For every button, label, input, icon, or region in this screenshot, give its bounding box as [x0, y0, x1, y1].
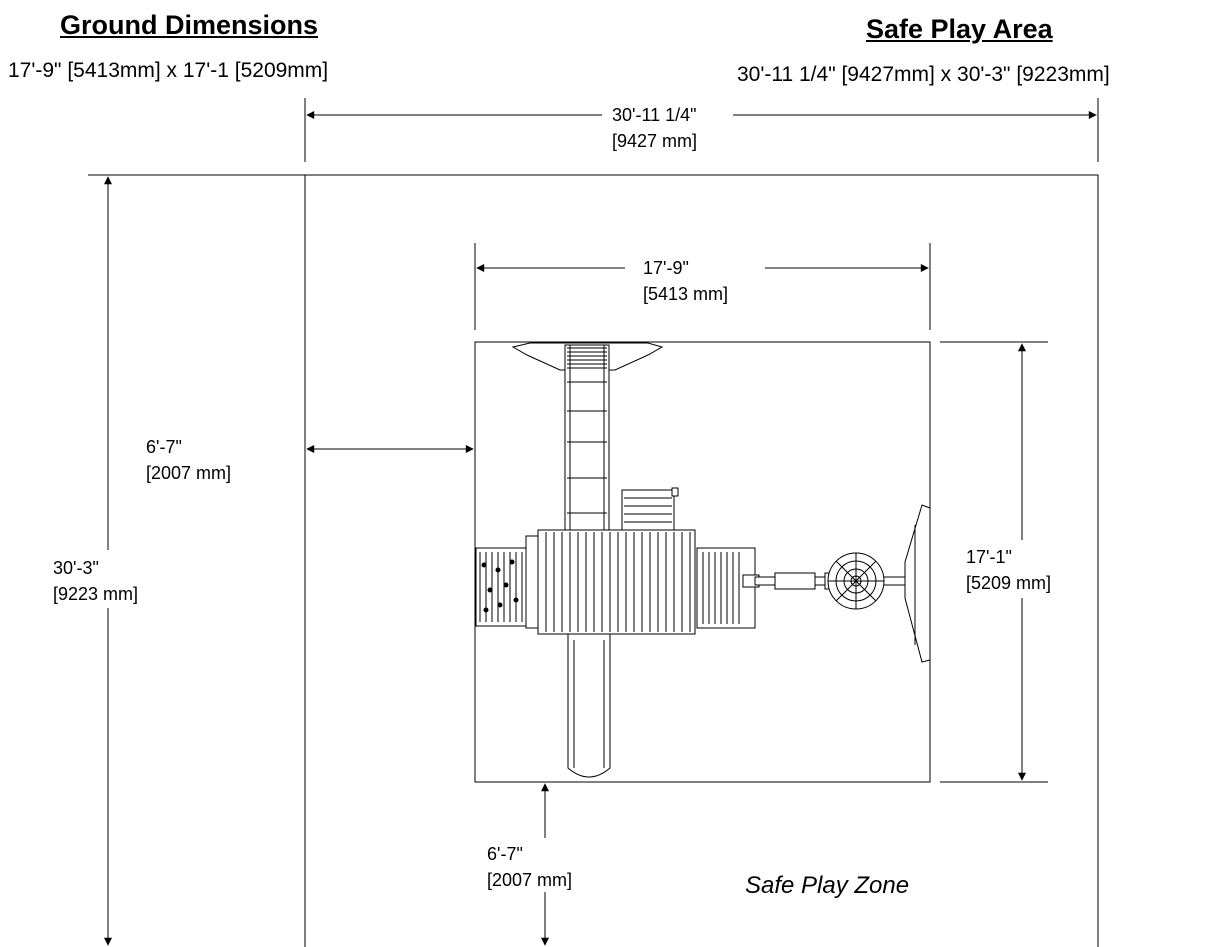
playset-illustration [475, 342, 931, 778]
outer-width-mm-label: [9427 mm] [612, 131, 697, 151]
overhead-ladder [564, 344, 610, 531]
outer-width-ft-label: 30'-11 1/4" [612, 105, 697, 125]
climbing-ladder [621, 487, 679, 533]
inner-width-ft-label: 17'-9" [643, 258, 689, 278]
outer-height-ft-label: 30'-3" [53, 558, 99, 578]
bottom-clearance-dimension: 6'-7" [2007 mm] [487, 783, 572, 946]
tire-swing [827, 552, 885, 610]
inner-width-mm-label: [5413 mm] [643, 284, 728, 304]
safe-play-area-boundary [292, 174, 1099, 947]
side-clearance-dimension: 6'-7" [2007 mm] [146, 437, 474, 483]
inner-width-dimension: 17'-9" [5413 mm] [474, 243, 931, 330]
outer-height-dimension: 30'-3" [9223 mm] [50, 174, 292, 946]
inner-height-dimension: 17'-1" [5209 mm] [940, 341, 1082, 783]
side-clearance-ft-label: 6'-7" [146, 437, 182, 457]
side-platform [696, 547, 760, 629]
safe-play-zone-label: Safe Play Zone [745, 872, 909, 899]
inner-height-mm-label: [5209 mm] [966, 573, 1051, 593]
main-deck [537, 529, 696, 635]
ground-dimensions-value: 17'-9" [5413mm] x 17'-1 [5209mm] [8, 59, 329, 82]
bottom-clearance-ft-label: 6'-7" [487, 844, 523, 864]
side-clearance-mm-label: [2007 mm] [146, 463, 231, 483]
safe-play-area-title: Safe Play Area [866, 14, 1053, 44]
bottom-clearance-mm-label: [2007 mm] [487, 870, 572, 890]
safe-play-area-value: 30'-11 1/4" [9427mm] x 30'-3" [9223mm] [737, 63, 1110, 86]
swing-a-frame [904, 504, 931, 663]
outer-width-dimension: 30'-11 1/4" [9427 mm] [304, 98, 1099, 162]
inner-height-ft-label: 17'-1" [966, 547, 1012, 567]
ground-dimensions-title: Ground Dimensions [60, 10, 319, 40]
slide [567, 633, 611, 778]
outer-height-mm-label: [9223 mm] [53, 584, 138, 604]
climbing-wall [475, 535, 539, 629]
